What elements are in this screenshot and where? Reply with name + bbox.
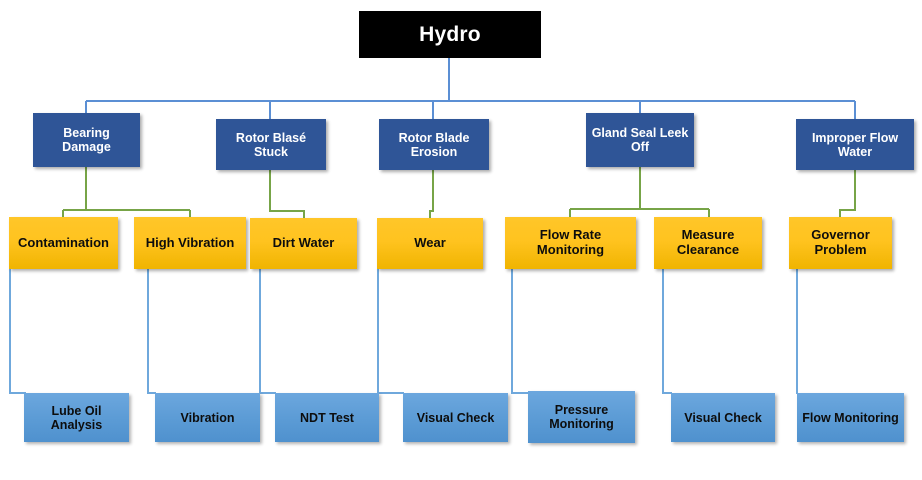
node-pressure-monitoring-label: Pressure Monitoring bbox=[549, 403, 614, 431]
node-ndt-test[interactable]: NDT Test bbox=[275, 393, 379, 442]
node-lube-oil-analysis[interactable]: Lube Oil Analysis bbox=[24, 393, 129, 442]
node-measure-clearance-label: Measure Clearance bbox=[676, 227, 740, 257]
node-flow-rate-monitoring[interactable]: Flow Rate Monitoring bbox=[505, 217, 636, 269]
node-vibration[interactable]: Vibration bbox=[155, 393, 260, 442]
node-wear-label: Wear bbox=[414, 235, 446, 251]
node-root-hydro[interactable]: Hydro bbox=[359, 11, 541, 58]
node-improper-flow-water[interactable]: Improper Flow Water bbox=[796, 119, 914, 170]
node-vibration-label: Vibration bbox=[180, 410, 235, 425]
wire-to-lube-oil-analysis bbox=[9, 269, 26, 394]
node-visual-check-1-label: Visual Check bbox=[416, 410, 495, 425]
node-flow-rate-monitoring-label: Flow Rate Monitoring bbox=[536, 227, 605, 257]
node-visual-check-1[interactable]: Visual Check bbox=[403, 393, 508, 442]
node-governor-problem-label: Governor Problem bbox=[811, 227, 870, 257]
node-visual-check-2[interactable]: Visual Check bbox=[671, 393, 775, 442]
node-wear[interactable]: Wear bbox=[377, 218, 483, 269]
node-bearing-damage-label: Bearing Damage bbox=[62, 126, 111, 154]
wire-to-visual-check-1 bbox=[377, 269, 404, 394]
node-gland-seal-leek-off-label: Gland Seal Leek Off bbox=[591, 126, 689, 154]
node-high-vibration-label: High Vibration bbox=[145, 234, 235, 250]
node-rotor-blase-stuck[interactable]: Rotor Blasé Stuck bbox=[216, 119, 326, 170]
node-flow-monitoring-label: Flow Monitoring bbox=[802, 410, 899, 425]
node-high-vibration[interactable]: High Vibration bbox=[134, 217, 246, 269]
wire-to-visual-check-2 bbox=[662, 269, 672, 394]
node-dirt-water-label: Dirt Water bbox=[272, 235, 335, 251]
node-root-hydro-label: Hydro bbox=[419, 22, 481, 46]
node-contamination[interactable]: Contamination bbox=[9, 217, 118, 269]
node-flow-monitoring[interactable]: Flow Monitoring bbox=[797, 393, 904, 442]
node-governor-problem[interactable]: Governor Problem bbox=[789, 217, 892, 269]
node-pressure-monitoring[interactable]: Pressure Monitoring bbox=[528, 391, 635, 443]
wire-to-wear bbox=[429, 170, 434, 218]
wire-to-dirt-water bbox=[269, 170, 305, 218]
wire-to-flow-monitoring bbox=[796, 269, 798, 394]
node-rotor-blase-stuck-label: Rotor Blasé Stuck bbox=[235, 130, 307, 159]
node-bearing-damage[interactable]: Bearing Damage bbox=[33, 113, 140, 167]
node-lube-oil-analysis-label: Lube Oil Analysis bbox=[50, 403, 103, 432]
node-ndt-test-label: NDT Test bbox=[300, 410, 354, 425]
wire-to-vibration bbox=[147, 269, 156, 394]
node-rotor-blade-erosion[interactable]: Rotor Blade Erosion bbox=[379, 119, 489, 170]
wire-to-pressure-monitoring bbox=[511, 269, 529, 394]
node-measure-clearance[interactable]: Measure Clearance bbox=[654, 217, 762, 269]
node-rotor-blade-erosion-label: Rotor Blade Erosion bbox=[398, 130, 470, 159]
node-visual-check-2-label: Visual Check bbox=[684, 410, 762, 425]
node-contamination-label: Contamination bbox=[18, 234, 109, 250]
wire-to-governor-problem bbox=[839, 170, 856, 217]
node-gland-seal-leek-off[interactable]: Gland Seal Leek Off bbox=[586, 113, 694, 167]
node-dirt-water[interactable]: Dirt Water bbox=[250, 218, 357, 269]
wire-to-ndt-test bbox=[259, 269, 276, 394]
node-improper-flow-water-label: Improper Flow Water bbox=[811, 130, 899, 159]
